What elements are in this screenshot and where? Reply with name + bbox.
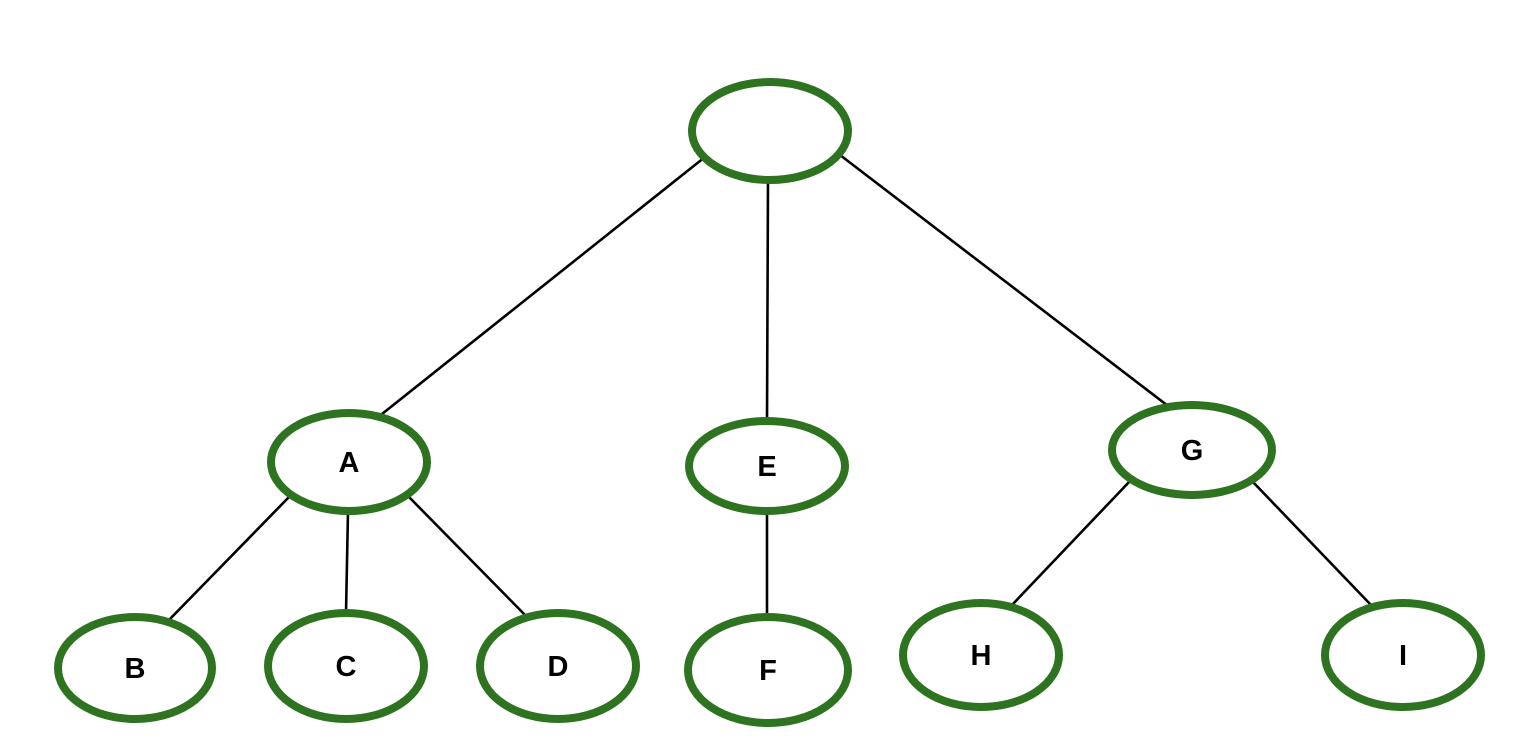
node-I[interactable]: I [1321,599,1485,711]
node-label-I: I [1399,640,1407,672]
edge-G-to-I [1251,480,1372,606]
node-G[interactable]: G [1108,401,1276,499]
node-shape-C[interactable] [264,609,428,723]
node-B[interactable]: B [54,613,216,723]
node-D[interactable]: D [476,609,640,723]
edges-layer [167,153,1372,622]
node-label-B: B [125,653,146,685]
edge-root-to-A [381,155,706,416]
node-label-C: C [336,651,357,683]
node-shape-F[interactable] [684,613,852,727]
node-label-H: H [971,640,992,672]
node-shape-B[interactable] [54,613,216,723]
node-shape-H[interactable] [899,599,1063,711]
node-label-F: F [759,655,777,687]
node-root[interactable] [688,78,852,184]
edge-root-to-E [765,179,770,422]
node-H[interactable]: H [899,599,1063,711]
node-label-D: D [548,651,569,683]
node-label-A: A [339,447,360,479]
node-label-G: G [1181,435,1204,467]
edge-A-to-D [405,493,528,618]
node-C[interactable]: C [264,609,428,723]
node-shape-D[interactable] [476,609,640,723]
node-shape-I[interactable] [1321,599,1485,711]
node-E[interactable]: E [685,417,849,515]
node-shape-G[interactable] [1108,401,1276,499]
node-shape-root[interactable] [688,78,852,184]
node-A[interactable]: A [267,409,431,515]
node-label-E: E [757,451,776,483]
edge-A-to-B [167,495,291,622]
nodes-layer: A E G B C D F H I [54,78,1485,727]
node-shape-A[interactable] [267,409,431,515]
node-F[interactable]: F [684,613,852,727]
edge-root-to-G [839,153,1173,411]
node-shape-E[interactable] [685,417,849,515]
edge-G-to-H [1011,480,1131,606]
edge-A-to-C [344,510,350,614]
